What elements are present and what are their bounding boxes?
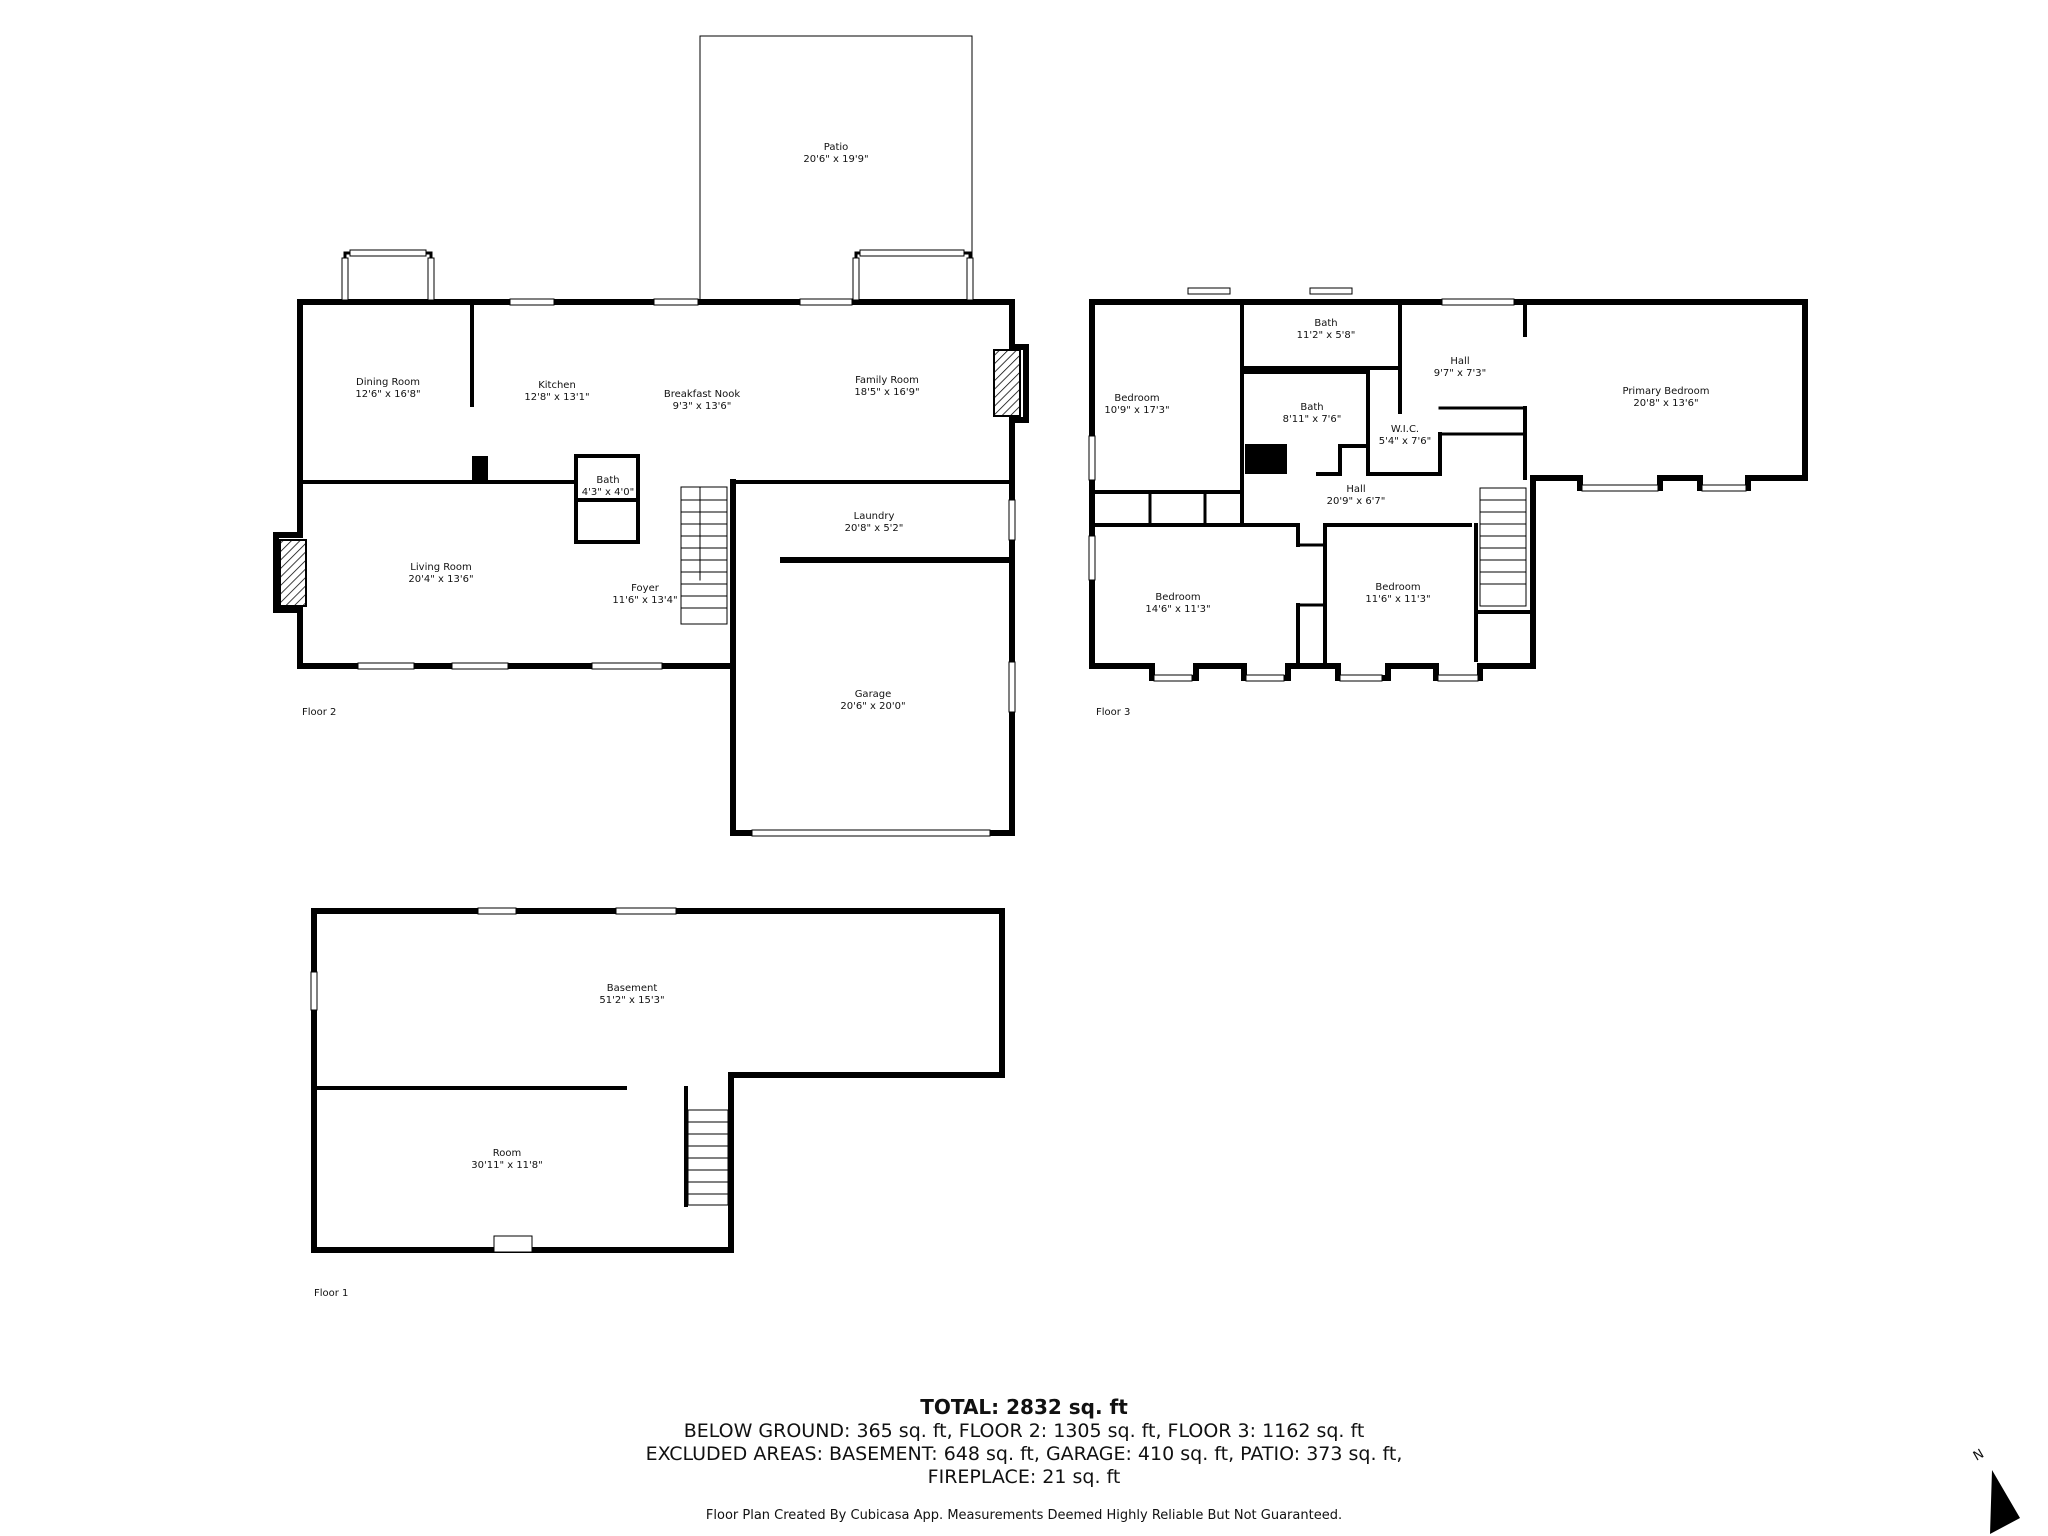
room-name: Basement <box>606 983 658 994</box>
room-dimensions: 20'9" x 6'7" <box>1326 496 1386 507</box>
floor-2-plan <box>273 35 1029 836</box>
room-dimensions: 51'2" x 15'3" <box>599 995 665 1006</box>
room-dimensions: 20'8" x 5'2" <box>844 523 904 534</box>
floor-1-plan <box>311 908 1005 1253</box>
floor-label-floor-1: Floor 1 <box>314 1288 349 1299</box>
room-dimensions: 12'6" x 16'8" <box>355 389 421 400</box>
north-arrow-icon <box>1990 1470 2020 1534</box>
floor-3-chimney <box>1245 444 1287 474</box>
room-dimensions: 30'11" x 11'8" <box>471 1160 543 1171</box>
room-dimensions: 9'3" x 13'6" <box>672 401 732 412</box>
room-dimensions: 20'8" x 13'6" <box>1633 398 1699 409</box>
floor-label-floor-2: Floor 2 <box>302 707 337 718</box>
room-name: Foyer <box>631 583 659 594</box>
floor-2-windows <box>341 249 1016 837</box>
floor-2-stairs <box>680 486 728 625</box>
room-dimensions: 9'7" x 7'3" <box>1433 368 1487 379</box>
room-name: Breakfast Nook <box>663 389 741 400</box>
room-name: Bath <box>1300 402 1324 413</box>
floor-label-floor-3: Floor 3 <box>1096 707 1131 718</box>
room-name: Hall <box>1450 356 1470 367</box>
room-name: Garage <box>854 689 892 700</box>
disclaimer: Floor Plan Created By Cubicasa App. Meas… <box>705 1508 1343 1523</box>
room-dimensions: 20'6" x 20'0" <box>840 701 906 712</box>
fireplace-family <box>993 349 1021 417</box>
room-name: Patio <box>823 142 849 153</box>
room-name: Hall <box>1346 484 1366 495</box>
floor-1-windows <box>310 907 677 1253</box>
room-dimensions: 10'9" x 17'3" <box>1104 405 1170 416</box>
floor-1-stairs <box>687 1109 729 1206</box>
room-dimensions: 12'8" x 13'1" <box>524 392 590 403</box>
fireplace-living <box>279 539 307 607</box>
room-dimensions: 20'6" x 19'9" <box>803 154 869 165</box>
room-dimensions: 11'2" x 5'8" <box>1296 330 1356 341</box>
room-dimensions: 8'11" x 7'6" <box>1282 414 1342 425</box>
room-dimensions: 14'6" x 11'3" <box>1145 604 1211 615</box>
room-name: Dining Room <box>356 377 420 388</box>
floor-1-exterior-wall <box>311 908 1005 1253</box>
room-name: Bedroom <box>1155 592 1201 603</box>
area-breakdown-line-2: EXCLUDED AREAS: BASEMENT: 648 sq. ft, GA… <box>645 1443 1403 1465</box>
room-dimensions: 20'4" x 13'6" <box>408 574 474 585</box>
room-dimensions: 18'5" x 16'9" <box>854 387 920 398</box>
family-bay-wall <box>854 251 972 304</box>
room-name: Family Room <box>855 375 919 386</box>
room-name: Room <box>492 1148 522 1159</box>
chimney-block <box>472 456 488 482</box>
room-name: Bedroom <box>1114 393 1160 404</box>
floor-3-plan <box>1089 299 1808 681</box>
area-breakdown-line-1: BELOW GROUND: 365 sq. ft, FLOOR 2: 1305 … <box>683 1420 1365 1442</box>
room-dimensions: 4'3" x 4'0" <box>581 487 635 498</box>
room-name: Bath <box>1314 318 1338 329</box>
patio-outline <box>699 35 973 303</box>
floor-3-exterior-wall <box>1089 299 1808 681</box>
room-dimensions: 5'4" x 7'6" <box>1378 436 1432 447</box>
room-name: Bedroom <box>1375 582 1421 593</box>
room-name: Kitchen <box>538 380 576 391</box>
room-name: Primary Bedroom <box>1622 386 1710 397</box>
total-area: TOTAL: 2832 sq. ft <box>920 1395 1128 1419</box>
room-name: Laundry <box>853 511 895 522</box>
dining-bay-wall <box>343 251 433 304</box>
room-dimensions: 11'6" x 13'4" <box>612 595 678 606</box>
room-name: Bath <box>596 475 620 486</box>
room-name: Living Room <box>410 562 472 573</box>
room-name: W.I.C. <box>1390 424 1420 435</box>
area-breakdown-line-3: FIREPLACE: 21 sq. ft <box>927 1466 1121 1488</box>
floor-3-stairs <box>1479 487 1527 607</box>
floor-3-windows <box>1088 287 1747 682</box>
room-dimensions: 11'6" x 11'3" <box>1365 594 1431 605</box>
